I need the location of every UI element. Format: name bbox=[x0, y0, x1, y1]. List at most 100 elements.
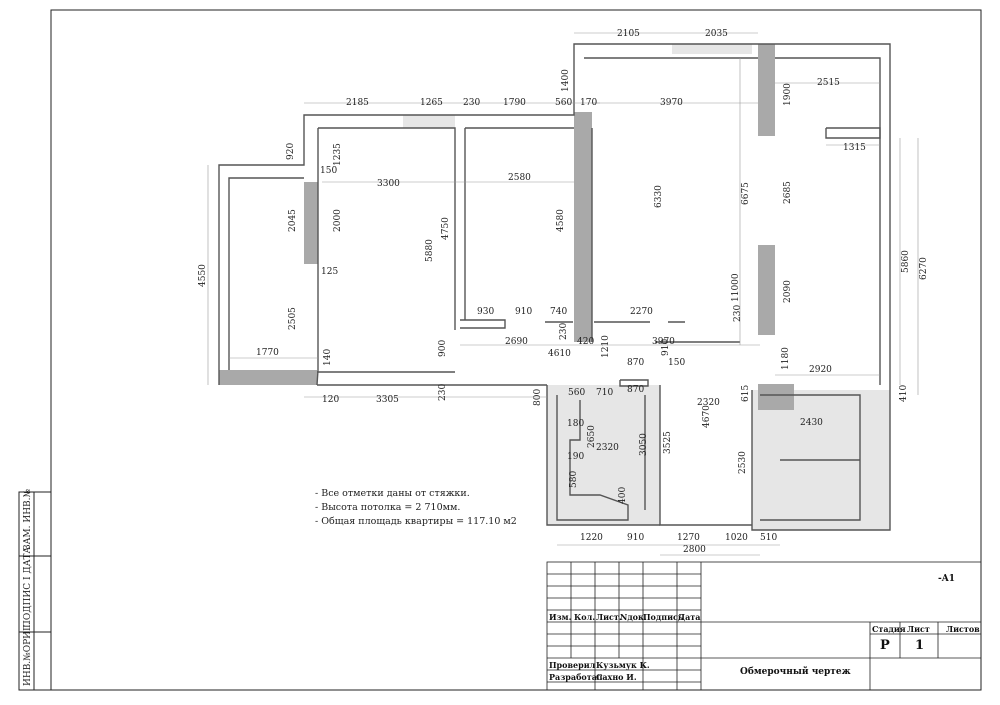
col-izm: Изм. bbox=[549, 612, 572, 622]
side-stamp-zam: ЗАМ. ИНВ.№ bbox=[23, 489, 33, 550]
dim-label: 140 bbox=[323, 349, 333, 366]
light-zones bbox=[403, 44, 890, 530]
dim-label: 2045 bbox=[288, 209, 298, 232]
dim-label: 120 bbox=[322, 395, 339, 405]
dim-label: 910 bbox=[627, 533, 644, 543]
stage-label: Стадия bbox=[872, 624, 906, 634]
dim-label: 3305 bbox=[376, 395, 399, 405]
dim-label: 170 bbox=[580, 98, 597, 108]
dim-label: 1235 bbox=[333, 143, 343, 166]
dim-label: 190 bbox=[567, 452, 584, 462]
dim-label: 2800 bbox=[683, 545, 706, 555]
dim-label: 2105 bbox=[617, 29, 640, 39]
checked-name: Кузьмук К. bbox=[596, 660, 650, 670]
dim-label: 2580 bbox=[508, 173, 531, 183]
stage-value: P bbox=[880, 638, 890, 653]
title-block bbox=[546, 561, 982, 691]
wall-fills bbox=[219, 44, 794, 410]
dim-label: 2320 bbox=[697, 398, 720, 408]
sheet-format: -A1 bbox=[938, 574, 955, 584]
dim-label: 2000 bbox=[333, 209, 343, 232]
dim-label: 180 bbox=[567, 419, 584, 429]
developed-name: Сахно И. bbox=[596, 672, 637, 682]
dim-label: 125 bbox=[321, 267, 338, 277]
dim-label: 920 bbox=[286, 143, 296, 160]
dim-label: 4750 bbox=[441, 217, 451, 240]
dim-label: 150 bbox=[320, 166, 337, 176]
dim-label: 2505 bbox=[288, 307, 298, 330]
dim-label: 6675 bbox=[741, 182, 751, 205]
wall-lines bbox=[218, 43, 891, 531]
side-stamp: ЗАМ. ИНВ.№ ПОДПИС I ДАТА ИНВ.№ОРИГ. bbox=[23, 489, 33, 686]
dim-label: 2515 bbox=[817, 78, 840, 88]
dim-label: 870 bbox=[627, 358, 644, 368]
developed-label: Разработал bbox=[549, 672, 603, 682]
dim-label: 1900 bbox=[783, 83, 793, 106]
side-stamp-frame bbox=[18, 491, 52, 691]
dim-label: 2430 bbox=[800, 418, 823, 428]
dim-label: 400 bbox=[618, 487, 628, 504]
dim-label: 870 bbox=[627, 385, 644, 395]
dim-label: 3050 bbox=[639, 433, 649, 456]
dim-label: 3525 bbox=[663, 431, 673, 454]
dim-label: 2530 bbox=[738, 451, 748, 474]
dim-label: 2685 bbox=[783, 181, 793, 204]
dim-label: 560 bbox=[555, 98, 572, 108]
dim-label: 2185 bbox=[346, 98, 369, 108]
dim-label: 4550 bbox=[198, 264, 208, 287]
dim-label: 420 bbox=[577, 337, 594, 347]
dim-label: 710 bbox=[596, 388, 613, 398]
dim-label: 800 bbox=[533, 389, 543, 406]
dim-label: 11000 bbox=[731, 273, 741, 302]
col-podpis: Подпись bbox=[643, 612, 684, 622]
dim-label: 6270 bbox=[919, 257, 929, 280]
dim-label: 2650 bbox=[587, 425, 597, 448]
dim-label: 2270 bbox=[630, 307, 653, 317]
dim-label: 2920 bbox=[809, 365, 832, 375]
dim-label: 1790 bbox=[503, 98, 526, 108]
dim-label: 560 bbox=[568, 388, 585, 398]
note-line: - Все отметки даны от стяжки. bbox=[315, 488, 470, 499]
dim-label: 510 bbox=[760, 533, 777, 543]
dim-label: 2320 bbox=[596, 443, 619, 453]
dim-label: 230 bbox=[438, 384, 448, 401]
sheet-border bbox=[50, 9, 982, 691]
sheet-label: Лист bbox=[907, 624, 930, 634]
dim-label: 3970 bbox=[660, 98, 683, 108]
dim-label: 740 bbox=[550, 307, 567, 317]
dim-label: 230 bbox=[733, 305, 743, 322]
dim-label: 1210 bbox=[601, 335, 611, 358]
col-kol: Кол. bbox=[574, 612, 596, 622]
dim-label: 2035 bbox=[705, 29, 728, 39]
dim-label: 3970 bbox=[652, 337, 675, 347]
dim-label: 5860 bbox=[901, 250, 911, 273]
dim-label: 615 bbox=[741, 385, 751, 402]
dim-label: 1770 bbox=[256, 348, 279, 358]
dim-label: 580 bbox=[569, 471, 579, 488]
dim-label: 5880 bbox=[425, 239, 435, 262]
dim-label: 1270 bbox=[677, 533, 700, 543]
dim-label: 410 bbox=[899, 385, 909, 402]
drawing-title: Обмерочный чертеж bbox=[740, 667, 851, 677]
dim-label: 4580 bbox=[556, 209, 566, 232]
col-data: Дата bbox=[678, 612, 701, 622]
col-list: Лист. bbox=[596, 612, 622, 622]
dim-label: 1315 bbox=[843, 143, 866, 153]
dim-label: 1020 bbox=[725, 533, 748, 543]
dim-label: 1400 bbox=[561, 69, 571, 92]
dim-label: 900 bbox=[438, 340, 448, 357]
dim-label: 4670 bbox=[702, 405, 712, 428]
dim-label: 1265 bbox=[420, 98, 443, 108]
dimension-labels: 2105 2035 2185 1265 230 1790 560 170 397… bbox=[198, 29, 929, 555]
dim-label: 150 bbox=[668, 358, 685, 368]
dim-label: 930 bbox=[477, 307, 494, 317]
sheet-value: 1 bbox=[915, 638, 925, 653]
side-stamp-podpis: ПОДПИС I ДАТА bbox=[23, 546, 33, 628]
dim-label: 910 bbox=[515, 307, 532, 317]
side-stamp-inv: ИНВ.№ОРИГ. bbox=[23, 622, 33, 686]
dim-label: 230 bbox=[463, 98, 480, 108]
dim-label: 910 bbox=[661, 339, 671, 356]
dim-label: 230 bbox=[559, 323, 569, 340]
note-line: - Высота потолка = 2 710мм. bbox=[315, 502, 461, 513]
